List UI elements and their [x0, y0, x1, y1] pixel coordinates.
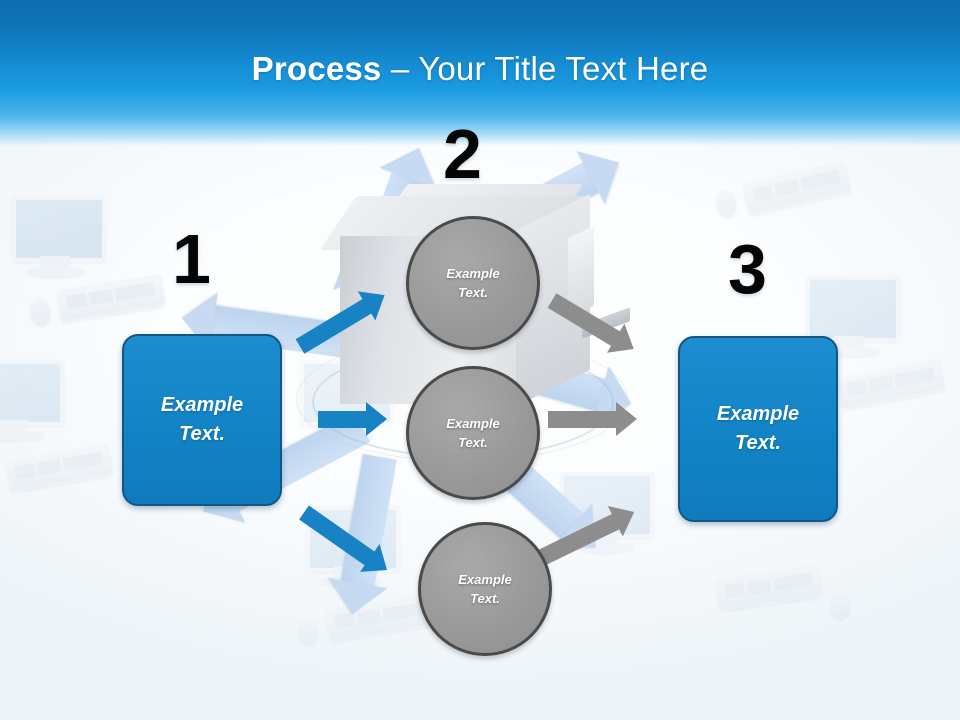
page-title: Process – Your Title Text Here — [0, 50, 960, 88]
monitor-base-icon — [26, 266, 86, 277]
monitor-icon — [806, 276, 900, 342]
step-number-3: 3 — [728, 230, 767, 308]
monitor-stand-icon — [834, 336, 864, 349]
monitor-icon — [0, 360, 64, 426]
keyboard-icon — [56, 273, 166, 323]
mouse-icon — [828, 590, 852, 622]
monitor-stand-icon — [0, 420, 28, 433]
page-title-bold: Process — [251, 50, 382, 87]
step-number-2: 2 — [443, 115, 482, 193]
monitor-base-icon — [574, 542, 634, 553]
monitor-base-icon — [820, 346, 880, 357]
monitor-icon — [12, 196, 106, 262]
mouse-icon — [27, 296, 53, 328]
page-title-separator: – — [381, 50, 419, 87]
keyboard-icon — [835, 358, 947, 410]
header-banner: Process – Your Title Text Here — [0, 0, 960, 146]
monitor-base-icon — [0, 430, 44, 441]
arrow-circle-2-to-right-box — [548, 402, 637, 436]
monitor-stand-icon — [40, 256, 70, 269]
keyboard-icon — [4, 443, 114, 493]
page-title-rest: Your Title Text Here — [418, 50, 709, 87]
arrow-left-box-to-circle-2 — [318, 402, 387, 436]
step-number-1: 1 — [172, 220, 211, 298]
